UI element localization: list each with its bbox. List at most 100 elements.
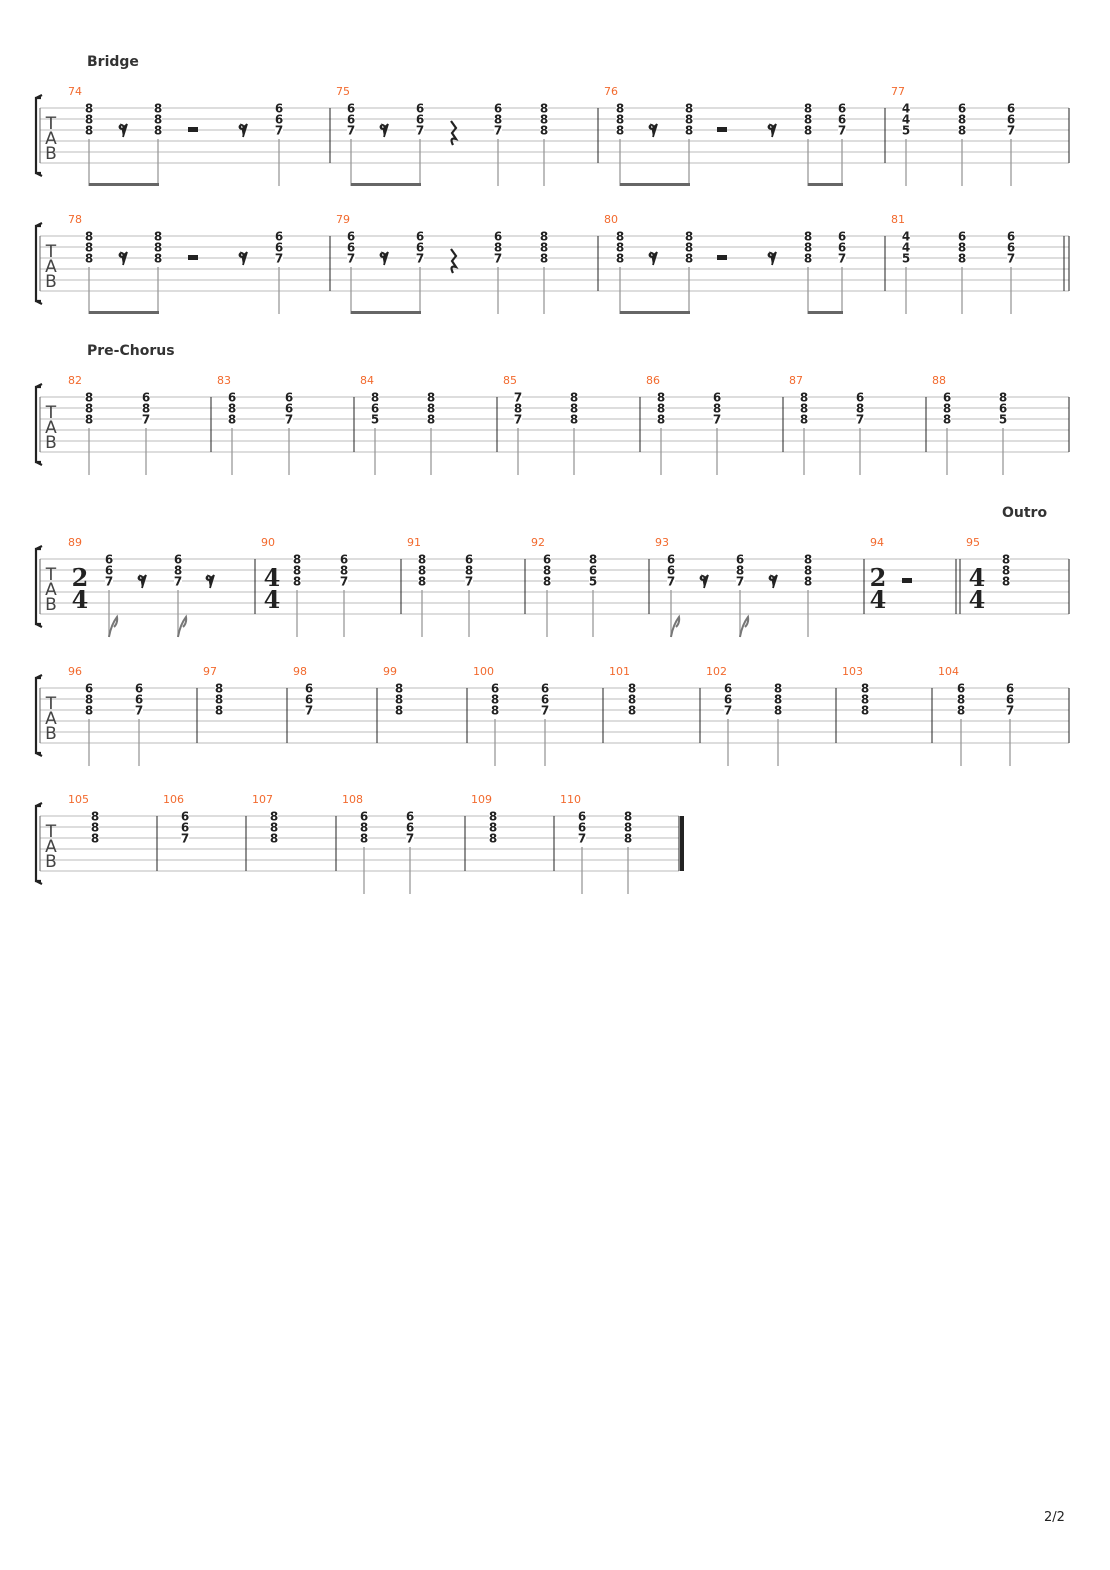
fret-number: 6	[340, 553, 348, 567]
fret-number: 8	[589, 553, 597, 567]
fret-background	[181, 822, 189, 832]
fret-background	[154, 242, 162, 252]
fret-number: 6	[838, 241, 846, 255]
fret-number: 7	[713, 413, 721, 427]
fret-background	[838, 253, 846, 263]
fret-number: 8	[804, 553, 812, 567]
fret-background	[395, 705, 403, 715]
tab-system: TAB1058881066671078881086886671098881106…	[34, 793, 684, 894]
fret-background	[270, 833, 278, 843]
measure-number: 105	[68, 793, 89, 806]
fret-background	[838, 242, 846, 252]
fret-number: 6	[135, 693, 143, 707]
fret-number: 6	[838, 113, 846, 127]
half-rest-icon	[902, 578, 912, 583]
fret-number: 8	[616, 241, 624, 255]
tab-chord: 888	[540, 230, 548, 314]
eighth-rest-icon	[768, 574, 778, 589]
fret-background	[340, 565, 348, 575]
fret-background	[416, 231, 424, 241]
half-rest-icon	[717, 127, 727, 132]
fret-background	[541, 694, 549, 704]
fret-background	[624, 822, 632, 832]
fret-number: 8	[774, 693, 782, 707]
measure-number: 96	[68, 665, 82, 678]
fret-number: 4	[902, 230, 910, 244]
tab-chord: 888	[624, 810, 632, 894]
fret-background	[543, 565, 551, 575]
fret-number: 8	[427, 402, 435, 416]
fret-number: 6	[1006, 693, 1014, 707]
fret-number: 8	[685, 241, 693, 255]
tab-chord: 688	[543, 553, 551, 637]
time-signature-bottom: 4	[264, 585, 281, 614]
tab-chord: 667	[724, 682, 732, 766]
fret-background	[616, 103, 624, 113]
fret-number: 8	[543, 564, 551, 578]
fret-background	[305, 683, 313, 693]
fret-background	[657, 392, 665, 402]
time-signature-bottom: 4	[969, 585, 986, 614]
fret-number: 8	[800, 391, 808, 405]
fret-number: 7	[305, 704, 313, 718]
fret-background	[142, 414, 150, 424]
fret-background	[491, 683, 499, 693]
fret-background	[154, 125, 162, 135]
fret-number: 8	[360, 821, 368, 835]
fret-background	[1002, 576, 1010, 586]
fret-number: 8	[395, 682, 403, 696]
tab-chord: 888	[570, 391, 578, 475]
fret-number: 8	[628, 693, 636, 707]
fret-number: 8	[85, 124, 93, 138]
fret-background	[570, 414, 578, 424]
tab-chord: 667	[285, 391, 293, 475]
tab-clef-letter: A	[45, 257, 57, 277]
fret-background	[142, 403, 150, 413]
fret-background	[418, 576, 426, 586]
measure-number: 107	[252, 793, 273, 806]
fret-number: 8	[91, 821, 99, 835]
tab-clef-letter: T	[45, 565, 57, 585]
fret-number: 6	[347, 230, 355, 244]
fret-number: 7	[347, 252, 355, 266]
tab-chord: 688	[958, 230, 966, 314]
fret-background	[628, 705, 636, 715]
measure-number: 97	[203, 665, 217, 678]
tab-chord: 888	[657, 391, 665, 475]
fret-background	[958, 103, 966, 113]
fret-number: 8	[270, 810, 278, 824]
tab-chord: 687	[736, 553, 750, 638]
fret-background	[1006, 705, 1014, 715]
tab-chord: 667	[135, 682, 143, 766]
fret-number: 7	[667, 575, 675, 589]
fret-number: 8	[999, 391, 1007, 405]
fret-number: 6	[494, 230, 502, 244]
fret-number: 8	[685, 230, 693, 244]
fret-number: 8	[616, 102, 624, 116]
fret-number: 8	[215, 682, 223, 696]
tab-chord: 888	[427, 391, 435, 475]
fret-background	[395, 694, 403, 704]
tab-chord: 445	[902, 102, 910, 186]
fret-number: 8	[85, 113, 93, 127]
fret-number: 6	[1007, 113, 1015, 127]
fret-number: 6	[416, 102, 424, 116]
fret-number: 8	[514, 402, 522, 416]
fret-number: 8	[685, 102, 693, 116]
fret-background	[135, 694, 143, 704]
fret-background	[228, 403, 236, 413]
measure-number: 99	[383, 665, 397, 678]
fret-background	[804, 576, 812, 586]
fret-background	[416, 103, 424, 113]
tab-chord: 667	[305, 682, 313, 718]
fret-number: 7	[181, 832, 189, 846]
fret-background	[616, 242, 624, 252]
tab-clef-letter: T	[45, 242, 57, 262]
fret-background	[838, 125, 846, 135]
fret-background	[135, 705, 143, 715]
tab-chord: 888	[154, 230, 162, 314]
tab-chord: 888	[85, 391, 93, 475]
fret-background	[589, 554, 597, 564]
fret-number: 6	[957, 682, 965, 696]
fret-background	[999, 392, 1007, 402]
